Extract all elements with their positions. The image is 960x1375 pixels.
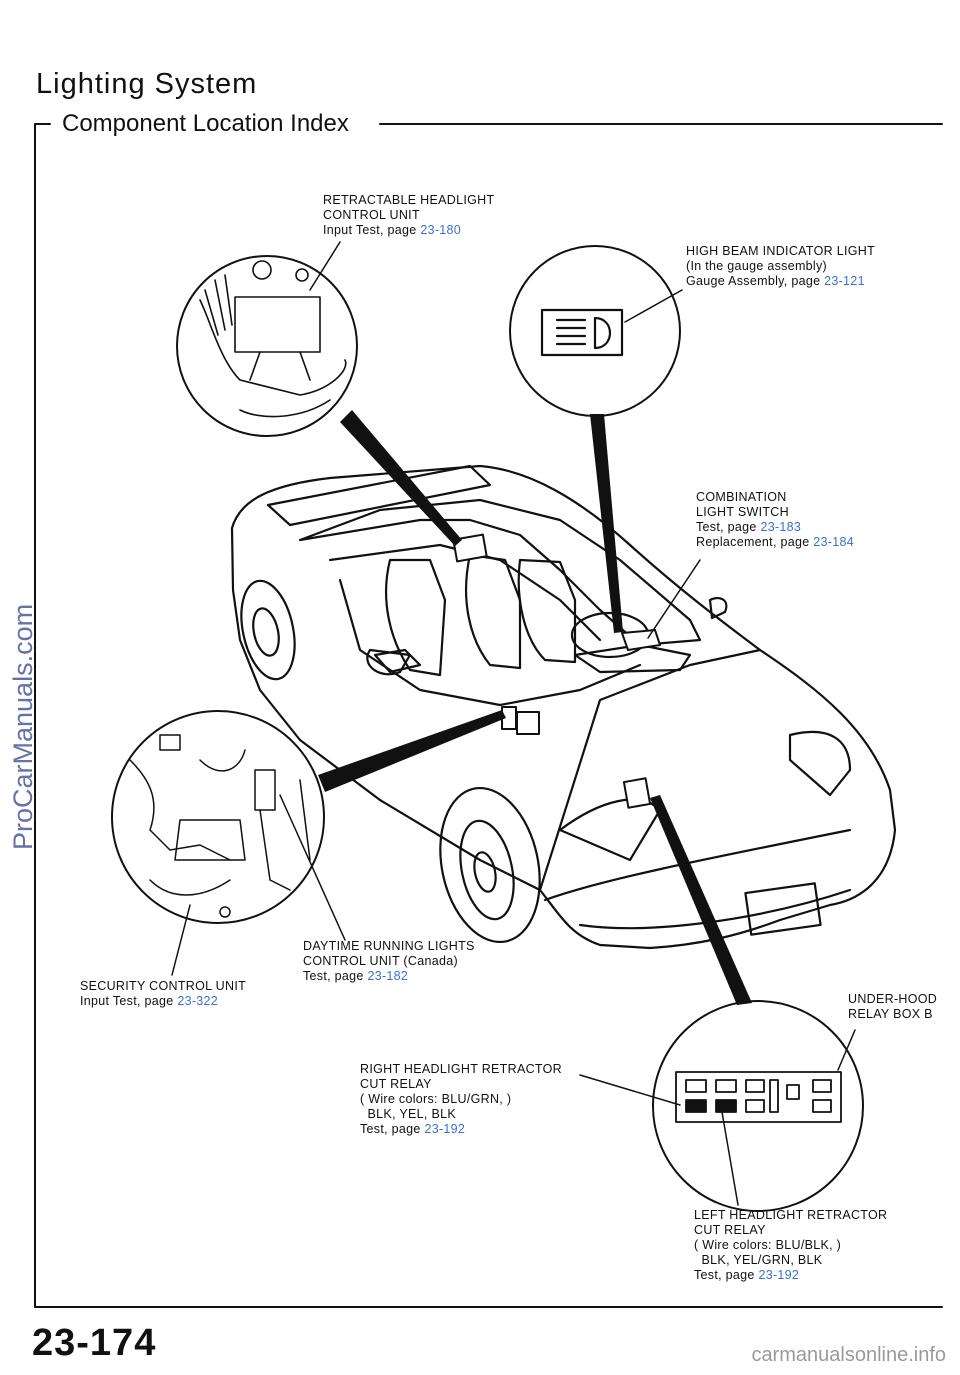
page-link[interactable]: 23-182: [367, 969, 409, 983]
callout-combination-light-switch: COMBINATION LIGHT SWITCH Test, page 23-1…: [696, 490, 854, 550]
callout-line: LEFT HEADLIGHT RETRACTOR: [694, 1208, 888, 1222]
test-label: Test, page: [694, 1268, 759, 1282]
security-detail-art: [129, 734, 311, 918]
callout-line: DAYTIME RUNNING LIGHTS: [303, 939, 475, 953]
test-label: Input Test, page: [323, 223, 421, 237]
high-beam-icon: [540, 308, 624, 357]
page-link[interactable]: 23-184: [813, 535, 855, 549]
replacement-label: Replacement, page: [696, 535, 814, 549]
test-label: Test, page: [303, 969, 368, 983]
switch-callout-arrow: [647, 559, 701, 639]
callout-left-retractor-relay: LEFT HEADLIGHT RETRACTOR CUT RELAY ( Wir…: [694, 1208, 888, 1282]
callout-line: COMBINATION: [696, 490, 787, 504]
retractable-detail-circle: [176, 255, 358, 437]
callout-line: RIGHT HEADLIGHT RETRACTOR: [360, 1062, 562, 1076]
callout-security-control-unit: SECURITY CONTROL UNIT Input Test, page 2…: [80, 979, 246, 1009]
test-label: Test, page: [360, 1122, 425, 1136]
page-number: 23-174: [32, 1322, 157, 1364]
wire-colors: BLK, YEL/GRN, BLK: [701, 1253, 823, 1267]
retractable-detail-art: [199, 260, 347, 418]
callout-line: CUT RELAY: [360, 1077, 432, 1091]
wire-colors: Wire colors: BLU/BLK,: [702, 1238, 833, 1252]
page-link[interactable]: 23-183: [760, 520, 802, 534]
callout-line: SECURITY CONTROL UNIT: [80, 979, 247, 993]
page-link[interactable]: 23-121: [824, 274, 865, 288]
callout-line: CONTROL UNIT: [323, 208, 420, 222]
callout-line: UNDER-HOOD: [848, 992, 938, 1006]
retractable-unit-marker: [452, 533, 488, 563]
page-link[interactable]: 23-322: [177, 994, 219, 1008]
callout-line: RETRACTABLE HEADLIGHT: [323, 193, 495, 207]
footer-site-watermark: carmanualsonline.info: [751, 1344, 946, 1366]
side-watermark: ProCarManuals.com: [8, 603, 38, 850]
callout-line: LIGHT SWITCH: [696, 505, 789, 519]
page-link[interactable]: 23-180: [420, 223, 462, 237]
relay-box-art: [675, 1071, 842, 1123]
callout-under-hood-relay-box: UNDER-HOOD RELAY BOX B: [848, 992, 937, 1022]
callout-retractable-control-unit: RETRACTABLE HEADLIGHT CONTROL UNIT Input…: [323, 193, 494, 238]
section-subtitle: Component Location Index: [62, 110, 349, 137]
callout-line: HIGH BEAM INDICATOR LIGHT: [686, 244, 875, 258]
page-link[interactable]: 23-192: [424, 1122, 466, 1136]
page-title: Lighting System: [36, 68, 258, 100]
test-label: Input Test, page: [80, 994, 178, 1008]
relay-box-marker: [622, 777, 652, 809]
test-label: Gauge Assembly, page: [686, 274, 825, 288]
frame-line: [34, 123, 943, 1308]
page-link[interactable]: 23-192: [758, 1268, 800, 1282]
callout-drl-control-unit: DAYTIME RUNNING LIGHTS CONTROL UNIT (Can…: [303, 939, 475, 984]
callout-line: CONTROL UNIT (Canada): [303, 954, 458, 968]
wire-colors: Wire colors: BLU/GRN,: [368, 1092, 504, 1106]
security-detail-circle: [111, 710, 325, 924]
callout-high-beam-indicator: HIGH BEAM INDICATOR LIGHT (In the gauge …: [686, 244, 875, 289]
callout-line: CUT RELAY: [694, 1223, 766, 1237]
test-label: Test, page: [696, 520, 761, 534]
callout-right-retractor-relay: RIGHT HEADLIGHT RETRACTOR CUT RELAY ( Wi…: [360, 1062, 562, 1136]
callout-line: RELAY BOX B: [848, 1007, 933, 1021]
wire-colors: BLK, YEL, BLK: [367, 1107, 456, 1121]
relay-box-detail-circle: [652, 1000, 864, 1212]
callout-line: (In the gauge assembly): [686, 259, 828, 273]
leader-cones: [318, 410, 752, 1005]
drl-unit-marker-2: [516, 711, 540, 735]
